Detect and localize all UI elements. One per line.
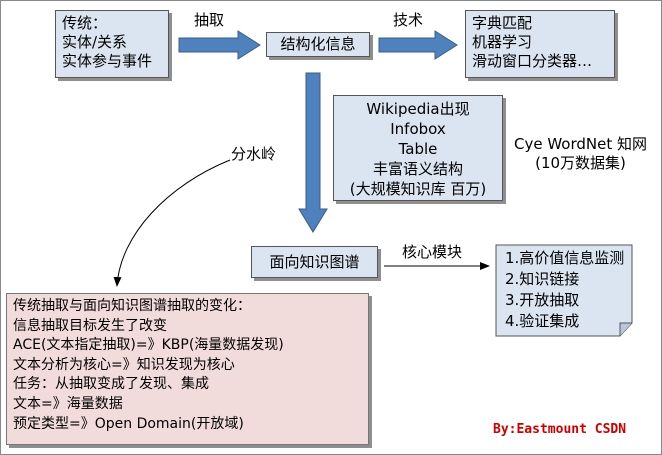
core-module-item: 2.知识链接 xyxy=(505,270,580,288)
structured-info-label: 结构化信息 xyxy=(280,35,356,53)
wikipedia-line: Table xyxy=(398,140,438,158)
knowledge-base-examples: Cye WordNet 知网 (10万数据集) xyxy=(514,135,647,173)
core-modules-note: 1.高价值信息监测 2.知识链接 3.开放抽取 4.验证集成 xyxy=(495,244,641,338)
wikipedia-line: 丰富语义结构 xyxy=(372,160,463,178)
structured-info-box: 结构化信息 xyxy=(266,32,370,57)
label-technique: 技术 xyxy=(393,11,424,29)
changes-line: 任务：从抽取变成了发现、集成 xyxy=(13,376,209,393)
note-shape xyxy=(495,244,633,337)
wikipedia-line: Infobox xyxy=(390,120,446,138)
wikipedia-line: (大规模知识库 百万) xyxy=(349,180,487,198)
changes-line: ACE(文本指定抽取)=》KBP(海量数据发现) xyxy=(13,337,284,354)
changes-line: 信息抽取目标发生了改变 xyxy=(13,317,167,334)
changes-line: 传统抽取与面向知识图谱抽取的变化： xyxy=(13,298,251,314)
examples-line: (10万数据集) xyxy=(535,154,626,172)
core-module-item: 4.验证集成 xyxy=(505,312,580,330)
knowledge-graph-label: 面向知识图谱 xyxy=(269,253,360,271)
author-credit: By:Eastmount CSDN xyxy=(493,422,627,437)
traditional-line: 实体参与事件 xyxy=(62,52,153,70)
label-watershed: 分水岭 xyxy=(231,145,277,163)
traditional-line: 实体/关系 xyxy=(62,33,128,51)
block-arrow-extraction xyxy=(178,30,261,60)
technique-item: 字典匹配 xyxy=(472,14,533,32)
changes-line: 文本分析为核心=》知识发现为核心 xyxy=(13,356,235,373)
traditional-line: 传统： xyxy=(62,14,108,32)
label-core-modules: 核心模块 xyxy=(402,243,463,261)
traditional-box: 传统： 实体/关系 实体参与事件 xyxy=(55,10,169,78)
watershed-curve-arrow xyxy=(113,159,231,287)
block-arrow-down xyxy=(298,72,328,233)
technique-item: 滑动窗口分类器… xyxy=(472,52,593,70)
changes-line: 预定类型=》Open Domain(开放域) xyxy=(13,415,244,432)
wikipedia-box: Wikipedia出现 Infobox Table 丰富语义结构 (大规模知识库… xyxy=(333,95,503,201)
examples-line: Cye WordNet 知网 xyxy=(514,135,648,153)
technique-item: 机器学习 xyxy=(472,33,533,51)
changes-line: 文本=》海量数据 xyxy=(13,395,123,412)
wikipedia-line: Wikipedia出现 xyxy=(366,100,470,118)
block-arrow-technique xyxy=(378,30,458,60)
techniques-box: 字典匹配 机器学习 滑动窗口分类器… xyxy=(465,10,615,78)
core-module-item: 1.高价值信息监测 xyxy=(505,249,625,267)
knowledge-graph-box: 面向知识图谱 xyxy=(251,246,378,278)
label-extraction: 抽取 xyxy=(194,11,225,29)
core-module-item: 3.开放抽取 xyxy=(505,291,580,309)
changes-box: 传统抽取与面向知识图谱抽取的变化： 信息抽取目标发生了改变 ACE(文本指定抽取… xyxy=(6,293,369,445)
